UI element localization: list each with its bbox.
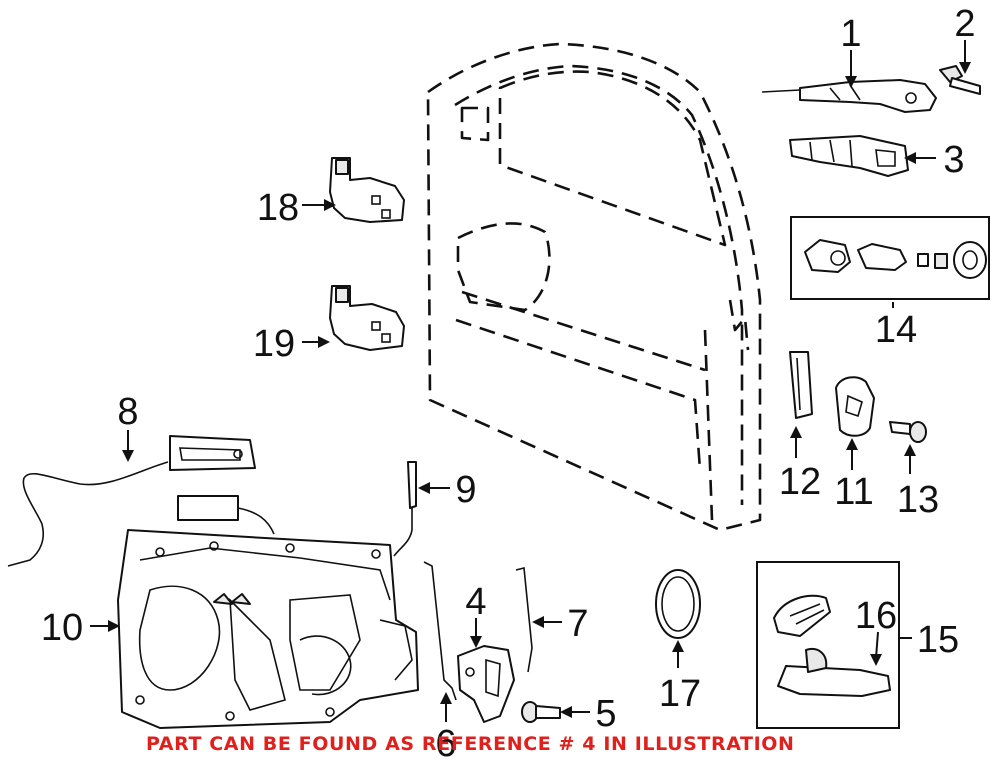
callout-13: 13	[897, 479, 939, 521]
callout-labels: 1 2 3 4 5 6 7 8 9 10 11 12 13 14 15 16 1…	[41, 3, 976, 763]
seal-ring-part	[655, 569, 701, 639]
handle-bracket-part	[789, 135, 909, 177]
lower-hinge-part	[329, 285, 405, 351]
callout-8: 8	[117, 391, 138, 433]
striker-shim-part	[789, 351, 813, 419]
callout-11: 11	[834, 471, 873, 513]
hinge-kit-box	[756, 561, 900, 729]
lock-rod-part	[177, 461, 417, 557]
callout-leaders	[90, 40, 971, 722]
lock-cylinder-kit-box	[790, 216, 990, 300]
hinge-kit-parts	[773, 594, 891, 697]
door-latch-part	[457, 645, 515, 723]
callout-4: 4	[465, 581, 486, 623]
rod-part-7	[515, 566, 533, 673]
door-shell-outline	[426, 42, 762, 532]
outside-door-handle-part	[761, 79, 937, 113]
callout-5: 5	[595, 693, 616, 735]
callout-10: 10	[41, 607, 83, 649]
callout-6: 6	[435, 723, 456, 763]
callout-1: 1	[840, 13, 861, 55]
window-regulator-panel-part	[117, 529, 419, 729]
callout-9: 9	[455, 469, 476, 511]
callout-17: 17	[659, 673, 701, 715]
callout-16: 16	[855, 595, 897, 637]
bolt-part-5	[521, 701, 561, 723]
callout-7: 7	[567, 603, 588, 645]
callout-15: 15	[917, 619, 959, 661]
callout-19: 19	[253, 323, 295, 365]
callout-3: 3	[943, 139, 964, 181]
striker-screw-part	[889, 421, 927, 443]
callout-18: 18	[257, 187, 299, 229]
inside-handle-part	[7, 435, 256, 567]
reference-note: PART CAN BE FOUND AS REFERENCE # 4 IN IL…	[146, 733, 795, 755]
lock-cylinder-kit-parts	[804, 239, 987, 279]
rod-part-6	[423, 561, 457, 701]
callout-2: 2	[954, 3, 975, 45]
callout-14: 14	[875, 309, 917, 351]
callout-12: 12	[779, 461, 821, 503]
door-striker-part	[835, 376, 875, 437]
bolt-part-2	[939, 65, 981, 95]
upper-hinge-part	[329, 157, 405, 223]
